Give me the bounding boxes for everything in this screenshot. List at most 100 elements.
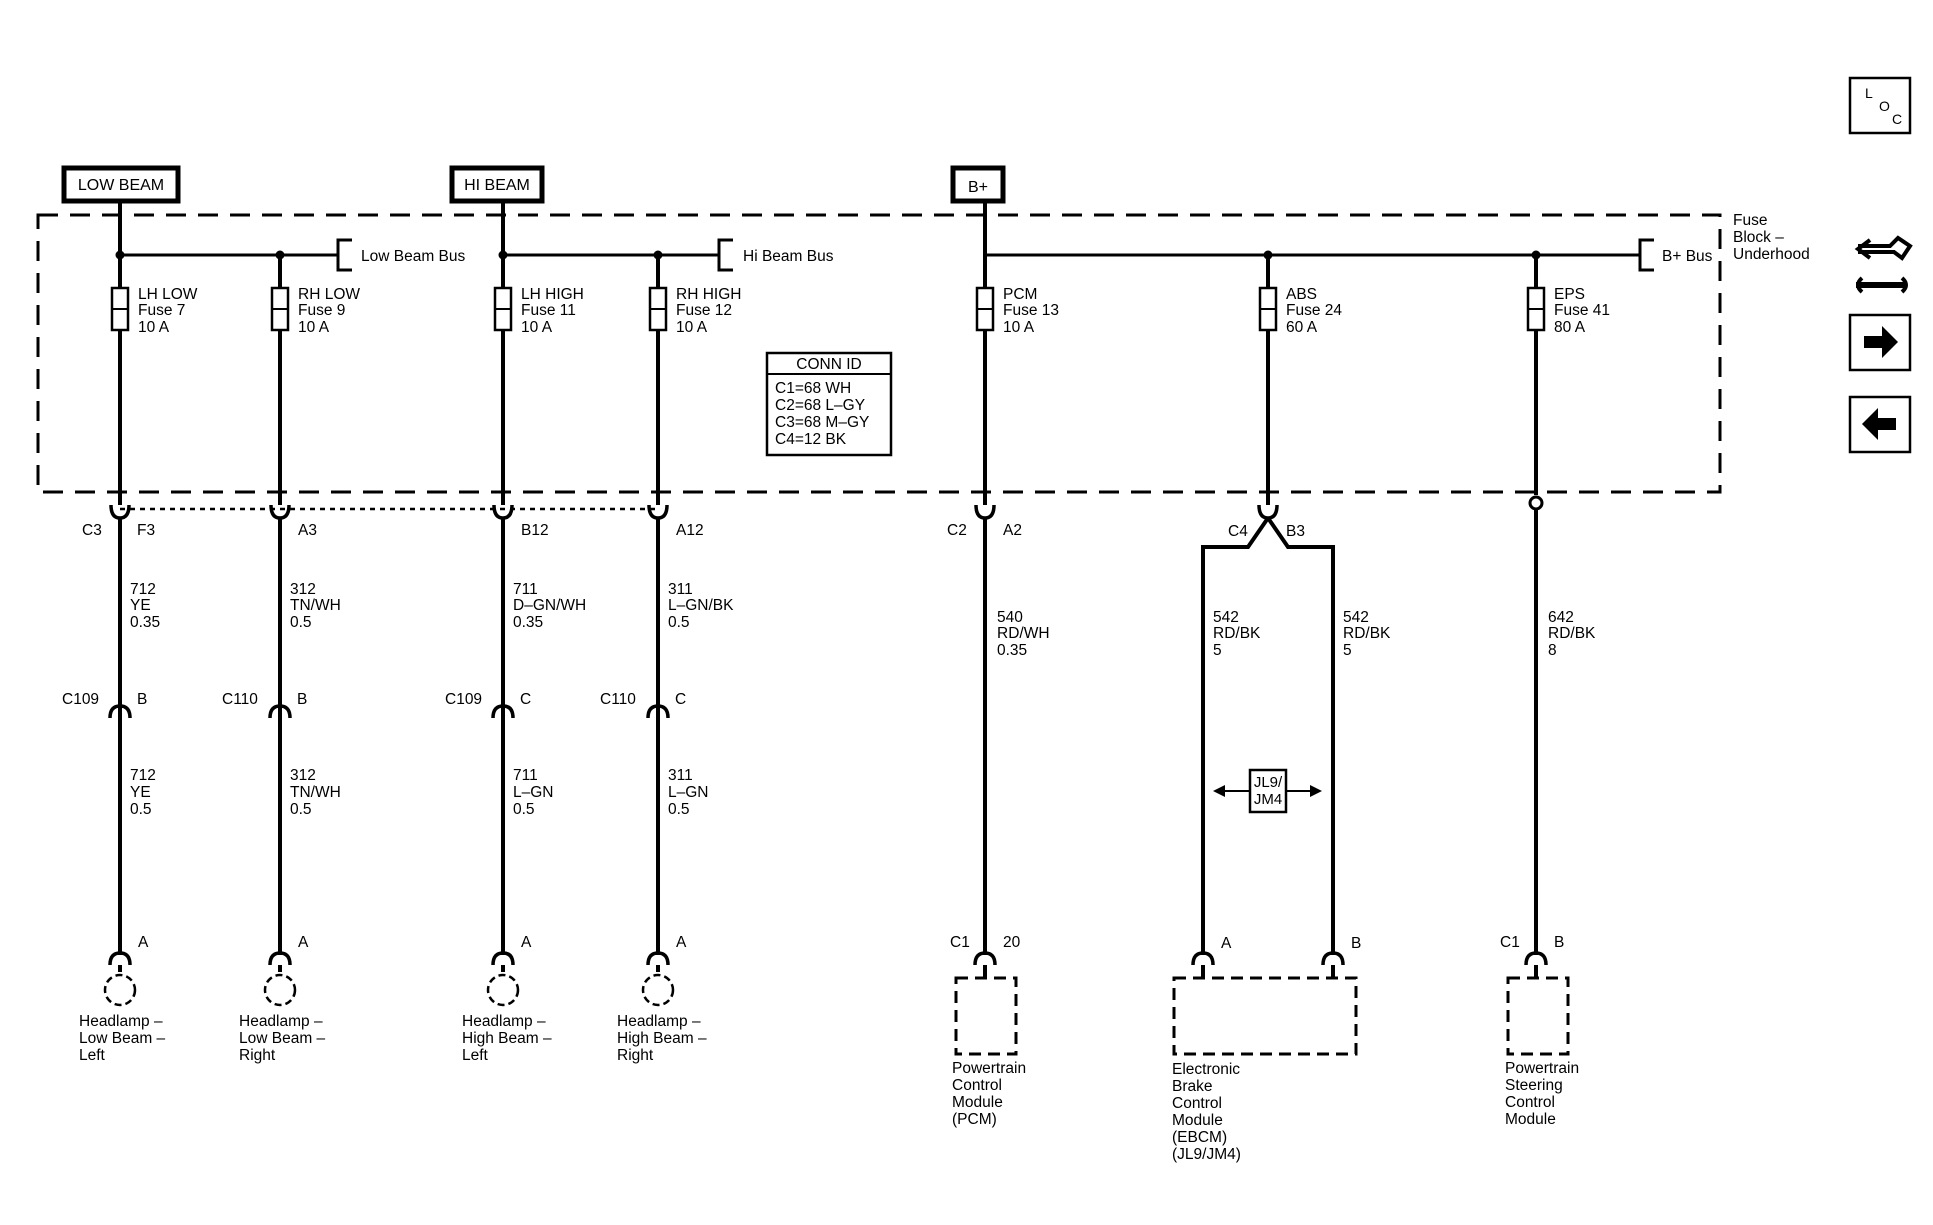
svg-text:A: A [298,934,309,951]
svg-text:712: 712 [130,767,156,784]
svg-text:O: O [1879,98,1890,114]
svg-text:Control: Control [1505,1094,1555,1111]
svg-text:10 A: 10 A [298,319,330,336]
svg-text:ABS: ABS [1286,286,1317,303]
svg-text:Low Beam –: Low Beam – [79,1030,166,1047]
svg-text:Left: Left [79,1047,106,1064]
svg-text:RD/WH: RD/WH [997,625,1050,642]
svg-text:C2=68 L–GY: C2=68 L–GY [775,397,865,414]
svg-text:712: 712 [130,581,156,598]
headlamp-high-right: Headlamp – High Beam – Right [617,965,707,1064]
svg-text:L–GN: L–GN [513,784,554,801]
svg-text:Powertrain: Powertrain [1505,1060,1579,1077]
hi-beam-header: HI BEAM [449,165,545,204]
svg-text:Fuse 7: Fuse 7 [138,302,185,319]
svg-text:F3: F3 [137,522,155,539]
svg-text:High Beam –: High Beam – [617,1030,707,1047]
svg-text:312: 312 [290,581,316,598]
svg-text:Headlamp –: Headlamp – [617,1013,701,1030]
svg-text:10 A: 10 A [676,319,708,336]
headlamp-high-left: Headlamp – High Beam – Left [462,965,552,1064]
module-ebcm: Electronic Brake Control Module (EBCM) (… [1172,965,1358,1163]
svg-text:C109: C109 [445,691,482,708]
svg-text:A12: A12 [676,522,704,539]
svg-text:0.5: 0.5 [130,801,152,818]
hi-beam-bus [498,203,733,272]
svg-text:C1=68 WH: C1=68 WH [775,380,851,397]
svg-text:B12: B12 [521,522,549,539]
svg-text:711: 711 [513,581,538,598]
svg-text:0.35: 0.35 [513,614,543,631]
svg-text:Control: Control [952,1077,1002,1094]
svg-text:RD/BK: RD/BK [1213,625,1261,642]
svg-text:Brake: Brake [1172,1078,1213,1095]
terminal-conn-c2: C2 [947,522,967,539]
svg-text:TN/WH: TN/WH [290,597,341,614]
svg-text:Module: Module [952,1094,1003,1111]
svg-text:A3: A3 [298,522,317,539]
svg-text:Electronic: Electronic [1172,1061,1240,1078]
svg-text:(EBCM): (EBCM) [1172,1129,1227,1146]
svg-text:B: B [297,691,307,708]
wires [118,509,1538,955]
fuse-block-label-3: Underhood [1733,246,1810,263]
fuse-block-boundary [36,213,1722,494]
arrow-right-button[interactable] [1848,313,1912,372]
headlamp-low-left: Headlamp – Low Beam – Left [79,965,166,1064]
fuse-block-terminals [109,495,1544,520]
svg-text:80 A: 80 A [1554,319,1586,336]
low-beam-bus-label: Low Beam Bus [361,248,465,265]
fuse-block-label-1: Fuse [1733,212,1767,229]
svg-text:C1: C1 [1500,934,1520,951]
svg-text:A: A [138,934,149,951]
svg-text:Module: Module [1172,1112,1223,1129]
svg-text:5: 5 [1213,642,1222,659]
svg-text:B: B [1351,935,1361,952]
fuse-pcm: PCM Fuse 13 10 A [975,255,1059,505]
component-terminals [108,951,1548,966]
hi-beam-header-label: HI BEAM [464,177,530,194]
svg-text:C: C [1892,111,1902,127]
svg-text:10 A: 10 A [1003,319,1035,336]
svg-text:Low Beam –: Low Beam – [239,1030,326,1047]
svg-text:L: L [1865,85,1873,101]
connector-view-icon[interactable] [1854,235,1913,294]
fuse-eps: EPS Fuse 41 80 A [1526,255,1610,495]
svg-text:Module: Module [1505,1111,1556,1128]
svg-text:20: 20 [1003,934,1021,951]
svg-text:C110: C110 [600,691,636,708]
svg-text:0.5: 0.5 [668,801,690,818]
svg-text:YE: YE [130,784,151,801]
svg-text:540: 540 [997,609,1023,626]
terminal-conn-c3: C3 [82,522,102,539]
arrow-right-icon [1864,326,1898,358]
svg-text:Steering: Steering [1505,1077,1563,1094]
svg-text:High Beam –: High Beam – [462,1030,552,1047]
svg-text:A: A [1221,935,1232,952]
svg-text:311: 311 [668,767,693,784]
svg-text:Control: Control [1172,1095,1222,1112]
low-beam-header-label: LOW BEAM [78,177,164,194]
arrow-left-button[interactable] [1848,395,1912,454]
svg-text:C3=68 M–GY: C3=68 M–GY [775,414,869,431]
svg-text:Headlamp –: Headlamp – [79,1013,163,1030]
svg-text:60 A: 60 A [1286,319,1318,336]
svg-text:C4=12 BK: C4=12 BK [775,431,847,448]
headlamp-low-right: Headlamp – Low Beam – Right [239,965,326,1064]
svg-text:Fuse 12: Fuse 12 [676,302,732,319]
loc-button[interactable]: L O C [1848,76,1912,135]
svg-text:A: A [521,934,532,951]
svg-text:(PCM): (PCM) [952,1111,997,1128]
svg-text:Fuse 9: Fuse 9 [298,302,345,319]
svg-text:B3: B3 [1286,523,1305,540]
svg-text:YE: YE [130,597,151,614]
svg-text:(JL9/JM4): (JL9/JM4) [1172,1146,1241,1163]
svg-text:Left: Left [462,1047,489,1064]
svg-text:Fuse 11: Fuse 11 [521,302,576,319]
svg-text:L–GN: L–GN [668,784,709,801]
svg-text:0.5: 0.5 [513,801,535,818]
low-beam-bus [115,203,352,272]
svg-text:C1: C1 [950,934,970,951]
svg-text:L–GN/BK: L–GN/BK [668,597,734,614]
